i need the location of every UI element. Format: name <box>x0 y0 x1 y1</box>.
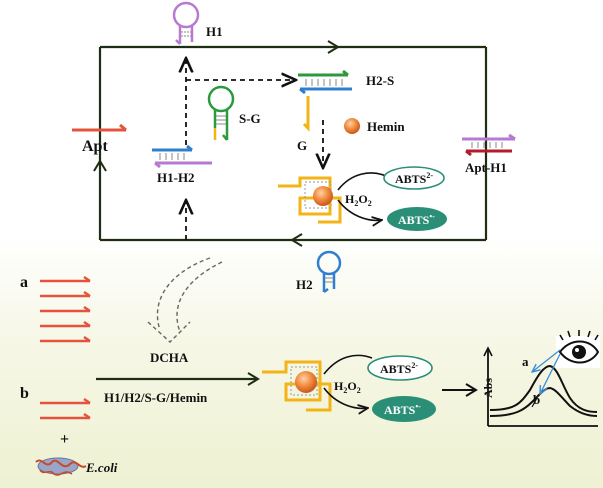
panel-a-label: a <box>20 274 28 291</box>
curve-a-label: a <box>522 354 529 369</box>
apth1-label: Apt-H1 <box>465 160 507 175</box>
abts2-bottom-label: ABTS2- <box>380 361 418 376</box>
reagents-label: H1/H2/S-G/Hemin <box>104 390 208 405</box>
frame-arrow-bottom <box>290 233 303 247</box>
frame-arrow-top <box>327 40 340 54</box>
sight-line-b <box>540 353 561 394</box>
sg-hairpin-icon <box>207 85 235 141</box>
curve-b-label: b <box>533 392 540 407</box>
curve-b <box>489 386 598 417</box>
hemin-label: Hemin <box>367 119 405 134</box>
abs-axis-label: Abs <box>481 378 495 398</box>
g-label: G <box>297 138 307 153</box>
hemin-icon <box>344 118 360 134</box>
h1h2-duplex-icon <box>152 144 212 169</box>
sg-label: S-G <box>239 111 261 126</box>
h2o2-top-label: H2O2 <box>345 192 372 208</box>
ecoli-label: E.coli <box>85 460 118 475</box>
h2-label: H2 <box>296 277 313 292</box>
h1-label: H1 <box>206 24 223 39</box>
dcha-label: DCHA <box>150 350 189 365</box>
abtsr-top-label: ABTS•- <box>398 212 435 227</box>
g-strand-icon <box>302 96 310 132</box>
apt-strand-icon <box>72 123 127 132</box>
apth1-duplex-icon <box>462 133 516 157</box>
g-quadruplex-bottom-icon <box>262 360 332 412</box>
abtsr-bottom-oval <box>372 396 436 422</box>
frame-arrow-left <box>93 159 107 172</box>
panel-a-apt-stack <box>40 275 91 343</box>
ecoli-bacterium-icon <box>35 457 87 476</box>
transition-curve-arrow <box>147 257 223 343</box>
plus-sign: + <box>60 431 69 448</box>
panel-b-label: b <box>20 385 29 402</box>
h1h2-label: H1-H2 <box>157 170 195 185</box>
reaction-arc-bottom-2 <box>323 387 368 408</box>
abtsr-bottom-label: ABTS•- <box>384 402 421 417</box>
to-plot-arrowhead <box>465 383 478 397</box>
abts2-top-oval <box>383 166 445 190</box>
abtsr-top-oval <box>387 207 447 231</box>
reaction-arc-top-2 <box>337 199 382 220</box>
curve-a <box>489 364 598 413</box>
abs-plot <box>483 346 598 427</box>
h2s-label: H2-S <box>366 73 394 88</box>
dcha-arrowhead <box>247 372 260 386</box>
sight-line-a <box>532 349 561 372</box>
apt-label: Apt <box>82 138 108 155</box>
h1-hairpin-icon <box>172 1 200 45</box>
abts2-top-label: ABTS2- <box>395 171 433 186</box>
abts2-bottom-oval <box>367 355 433 381</box>
g-quadruplex-top-icon <box>278 176 342 224</box>
reaction-arc-bottom <box>323 354 373 375</box>
panel-b-apt-stack <box>40 397 91 420</box>
reaction-arc-top <box>337 172 387 191</box>
h2o2-bottom-label: H2O2 <box>334 379 361 395</box>
dashed-arrows <box>186 58 323 240</box>
h2s-duplex-icon <box>298 69 352 95</box>
h2-hairpin-icon <box>316 250 342 293</box>
eye-icon <box>556 330 600 368</box>
